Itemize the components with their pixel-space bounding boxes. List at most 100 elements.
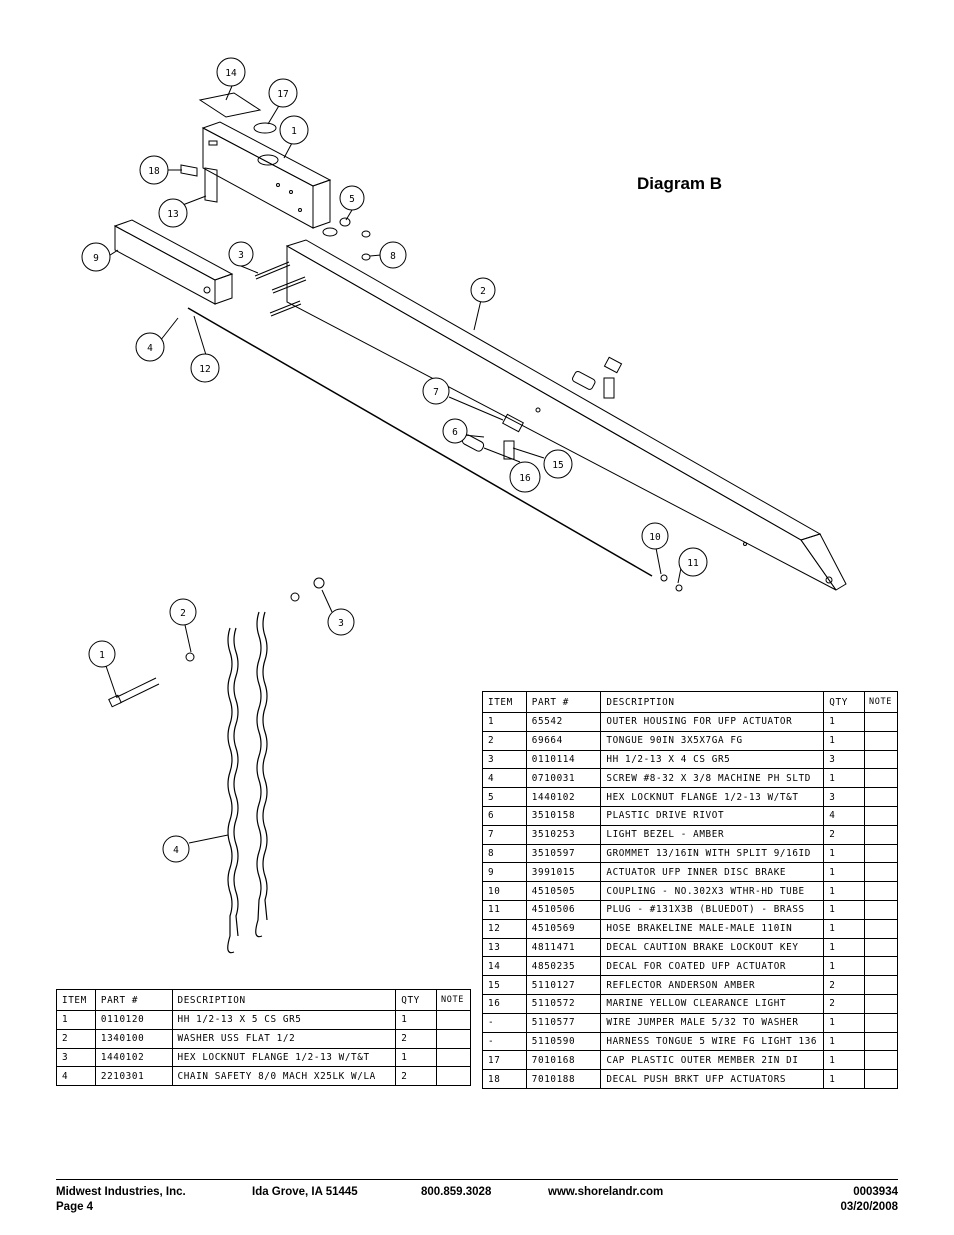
cell-part-number: 5110577	[525, 1012, 602, 1033]
callout-1: 1	[291, 126, 297, 137]
callout-12: 12	[199, 364, 210, 375]
cell-part-number: 3510253	[525, 824, 602, 845]
callout-b-2: 2	[180, 608, 186, 619]
cell-part-number: 69664	[525, 730, 602, 751]
cell-part-number: 1340100	[94, 1028, 173, 1049]
cell-part-number: 4510505	[525, 881, 602, 901]
cell-qty: 1	[823, 1031, 866, 1052]
decal-13-shape	[204, 167, 218, 203]
table-header-row: ITEM PART # DESCRIPTION QTY NOTE	[56, 989, 471, 1011]
cell-description: DECAL PUSH BRKT UFP ACTUATORS	[600, 1069, 825, 1089]
cell-qty: 1	[823, 918, 866, 939]
header-description: DESCRIPTION	[600, 691, 825, 713]
cell-description: WASHER USS FLAT 1/2	[171, 1028, 397, 1049]
cell-item: -	[482, 1031, 527, 1052]
tongue-shape	[285, 239, 847, 591]
cell-item: 1	[482, 712, 527, 732]
header-item: ITEM	[482, 691, 527, 713]
cell-description: DECAL FOR COATED UFP ACTUATOR	[600, 956, 825, 977]
cell-description: PLUG - #131X3B (BLUEDOT) - BRASS	[600, 899, 825, 920]
cell-note	[864, 993, 898, 1014]
hardware-shape	[185, 217, 683, 662]
cell-qty: 1	[823, 1050, 866, 1071]
header-item: ITEM	[56, 989, 96, 1011]
cell-item: 16	[482, 993, 527, 1014]
cell-qty: 2	[395, 1028, 438, 1049]
cell-item: 17	[482, 1050, 527, 1071]
header-description: DESCRIPTION	[171, 989, 397, 1011]
cell-part-number: 3510597	[525, 843, 602, 864]
cell-part-number: 3991015	[525, 862, 602, 883]
footer-company: Midwest Industries, Inc.	[56, 1186, 186, 1198]
cell-description: HH 1/2-13 X 5 CS GR5	[171, 1010, 397, 1030]
callout-16: 16	[519, 473, 531, 484]
cell-qty: 2	[823, 993, 866, 1014]
cell-part-number: 4811471	[525, 937, 602, 958]
cell-part-number: 4510506	[525, 899, 602, 920]
cell-part-number: 1440102	[525, 787, 602, 807]
callout-13: 13	[167, 209, 178, 220]
callout-11: 11	[687, 558, 699, 569]
cell-qty: 1	[395, 1047, 438, 1068]
cell-item: 11	[482, 899, 527, 920]
cell-part-number: 5110590	[525, 1031, 602, 1052]
cell-note	[864, 899, 898, 920]
cell-qty: 1	[823, 843, 866, 864]
callout-b-4: 4	[173, 845, 179, 856]
footer-rule	[56, 1179, 898, 1180]
cell-description: WIRE JUMPER MALE 5/32 TO WASHER	[600, 1012, 825, 1033]
cell-note	[864, 712, 898, 732]
cell-item: 2	[56, 1028, 96, 1049]
cell-note	[864, 1069, 898, 1089]
cell-item: 5	[482, 787, 527, 807]
callout-10: 10	[649, 532, 661, 543]
cell-qty: 2	[395, 1066, 438, 1087]
cell-note	[864, 975, 898, 995]
cell-note	[864, 956, 898, 977]
cell-description: GROMMET 13/16IN WITH SPLIT 9/16ID	[600, 843, 825, 864]
callout-6: 6	[452, 427, 458, 438]
cell-item: 15	[482, 975, 527, 995]
inner-actuator-shape	[113, 219, 234, 305]
cell-item: 4	[56, 1066, 96, 1087]
footer-date: 03/20/2008	[840, 1201, 898, 1213]
callout-7: 7	[433, 387, 439, 398]
header-part: PART #	[525, 691, 602, 713]
callout-b-3: 3	[338, 618, 344, 629]
cell-item: 3	[482, 749, 527, 770]
cell-description: HEX LOCKNUT FLANGE 1/2-13 W/T&T	[600, 787, 825, 807]
callout-14: 14	[225, 68, 237, 79]
cell-qty: 1	[823, 712, 866, 732]
cell-part-number: 4510569	[525, 918, 602, 939]
cell-item: 14	[482, 956, 527, 977]
cell-item: 4	[482, 768, 527, 789]
leader-lines	[105, 85, 682, 844]
callout-b-1: 1	[99, 650, 105, 661]
cell-qty: 4	[823, 805, 866, 826]
cell-qty: 3	[823, 749, 866, 770]
cell-part-number: 2210301	[94, 1066, 173, 1087]
cell-item: 9	[482, 862, 527, 883]
diagram-title: Diagram B	[637, 174, 723, 193]
cell-part-number: 1440102	[94, 1047, 173, 1068]
cell-item: 13	[482, 937, 527, 958]
callout-5: 5	[349, 194, 355, 205]
cell-note	[864, 843, 898, 864]
header-qty: QTY	[395, 989, 438, 1011]
cell-description: ACTUATOR UFP INNER DISC BRAKE	[600, 862, 825, 883]
